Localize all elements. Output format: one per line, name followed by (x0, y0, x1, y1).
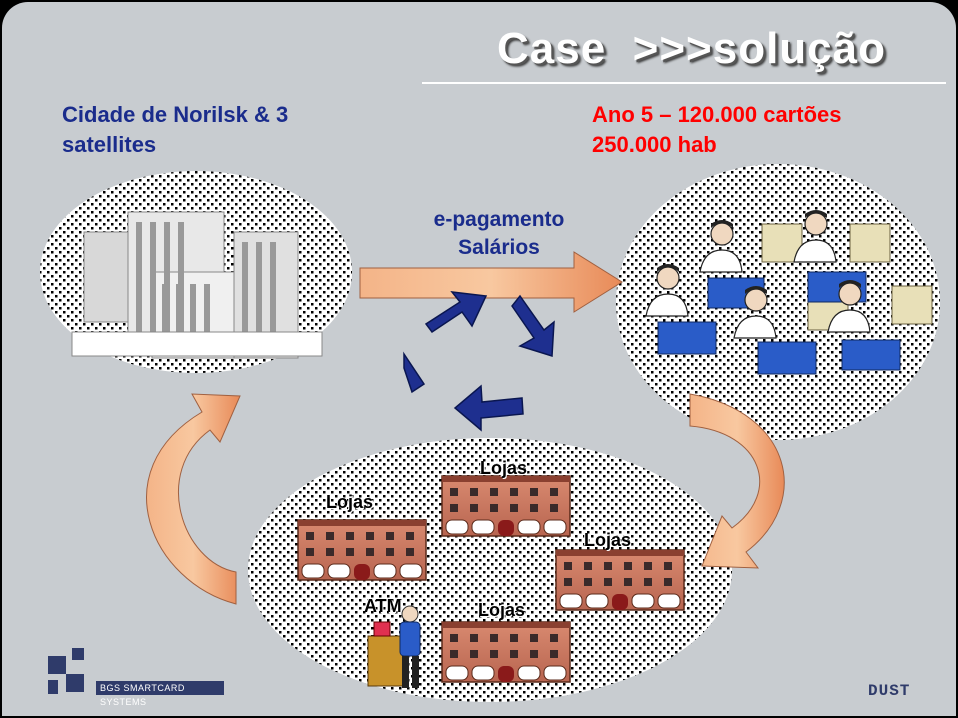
right-arrow (359, 251, 623, 313)
flow-line-1: e-pagamento (433, 208, 565, 231)
workers-illustration (645, 210, 933, 375)
title-underline (422, 82, 946, 84)
slide-title: Case >>>solução (497, 24, 886, 73)
city-line-2: satellites (62, 132, 157, 157)
flow-line-2: Salários (458, 236, 540, 259)
right-curved-arrow (689, 393, 785, 569)
company-name: BGS SMARTCARD SYSTEMS (96, 681, 224, 707)
brand-logo: DUST (868, 682, 911, 700)
atm-illustration (367, 605, 421, 688)
company-logo-icon (48, 648, 84, 694)
store-building-2 (297, 519, 427, 581)
city-buildings (71, 211, 323, 359)
store-building-3 (555, 549, 685, 611)
stats-line-2: 250.000 hab (592, 132, 717, 157)
left-curved-arrow (146, 393, 241, 605)
stats-line-1: Ano 5 – 120.000 cartões (592, 102, 842, 127)
store-label-2: Lojas (326, 492, 374, 512)
city-heading: Cidade de Norilsk & 3 satellites (62, 100, 288, 160)
city-line-1: Cidade de Norilsk & 3 (62, 102, 289, 127)
store-label-1: Lojas (480, 458, 528, 478)
store-building-1 (441, 475, 571, 537)
store-building-4 (441, 621, 571, 683)
store-label-3: Lojas (584, 530, 632, 550)
recycle-icon (403, 291, 555, 432)
atm-label: ATM (364, 596, 402, 616)
store-label-4: Lojas (478, 600, 526, 620)
stats-heading: Ano 5 – 120.000 cartões 250.000 hab (592, 100, 841, 160)
flow-label: e-pagamento Salários (414, 206, 584, 262)
